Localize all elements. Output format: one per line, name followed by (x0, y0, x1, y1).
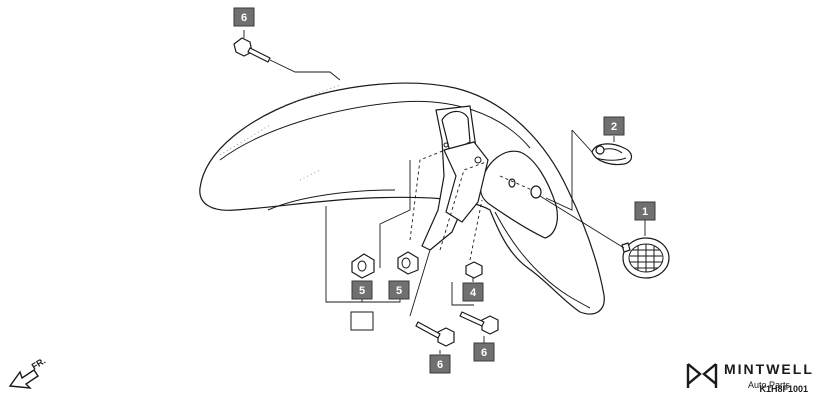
callout-5-left: 5 (351, 280, 373, 300)
reflector-washer (508, 178, 542, 199)
clip-nut-left (351, 253, 375, 279)
brand-logo: MINTWELL Auto Parts K1H8F1001 (686, 361, 814, 394)
callout-6-mid: 6 (473, 342, 495, 362)
blank-callout-box (350, 311, 374, 331)
callout-2: 2 (603, 116, 625, 136)
callout-5-left-label: 5 (359, 285, 365, 297)
diagram-code: K1H8F1001 (759, 384, 808, 394)
cable-clip (591, 143, 633, 166)
front-fender (199, 82, 605, 315)
flange-nut (465, 261, 483, 279)
callout-2-label: 2 (611, 121, 617, 133)
callout-4-label: 4 (470, 287, 477, 299)
callout-6-bottom-label: 6 (437, 359, 443, 371)
reflector (621, 237, 670, 279)
front-direction-label: FR. (30, 356, 48, 372)
hidden-lines (409, 147, 533, 261)
callout-5-right: 5 (388, 280, 410, 300)
brand-tagline: Auto Parts (748, 380, 791, 390)
bolt-bottom (415, 321, 455, 347)
callout-6-bottom: 6 (429, 354, 451, 374)
callout-1-label: 1 (642, 206, 648, 218)
callout-4: 4 (462, 282, 484, 302)
callout-6-top-label: 6 (241, 12, 247, 24)
brand-mark-icon (686, 363, 718, 388)
callout-5-right-label: 5 (396, 285, 402, 297)
brand-name: MINTWELL (724, 361, 814, 377)
fender-stay-bracket (421, 105, 489, 251)
front-direction-arrow-icon: FR. (8, 356, 48, 389)
bolt-mid (459, 311, 499, 335)
clip-nut-right (397, 251, 419, 275)
callout-1: 1 (634, 201, 656, 221)
callout-6-top: 6 (233, 7, 255, 27)
bolt-top (233, 37, 271, 63)
callout-6-mid-label: 6 (481, 347, 487, 359)
